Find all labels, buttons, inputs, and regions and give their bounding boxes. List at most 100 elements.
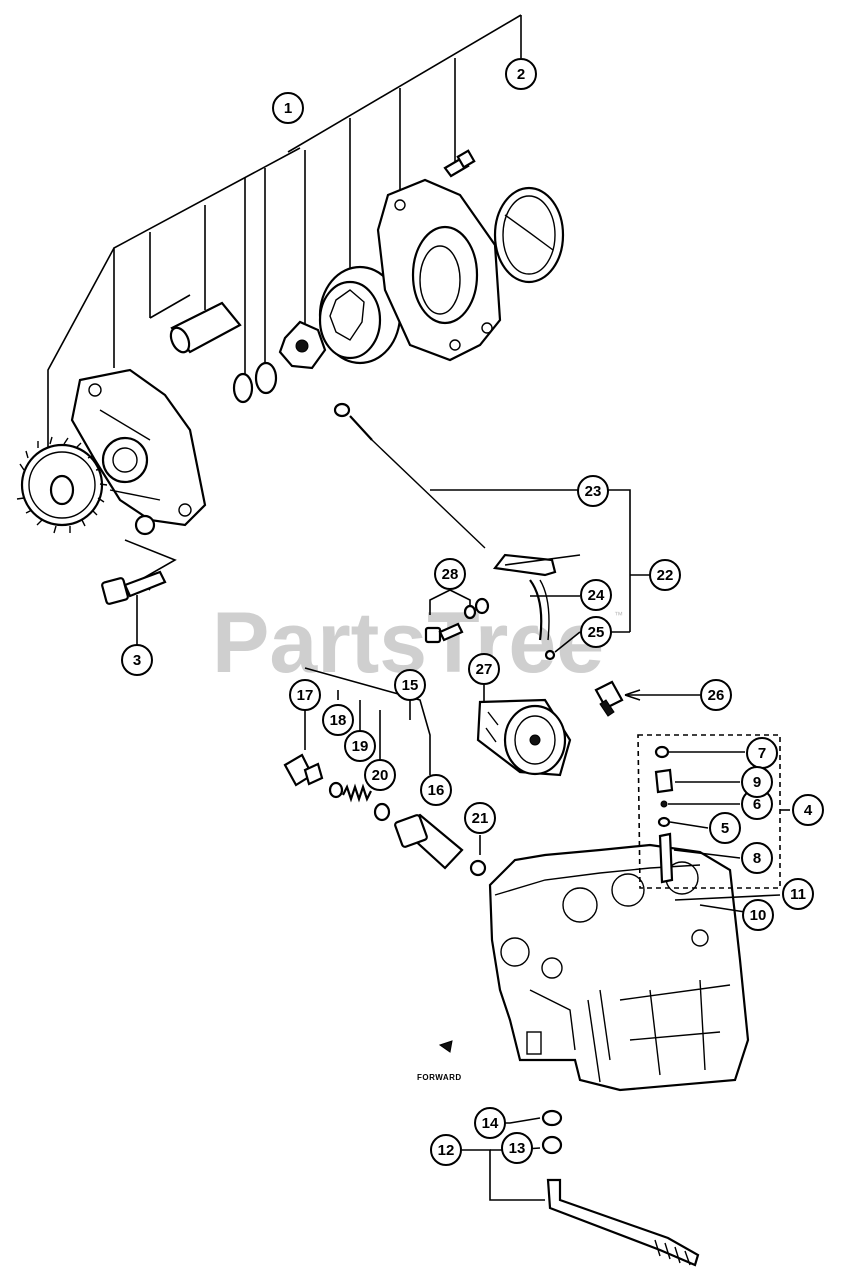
callout-number: 21: [472, 810, 489, 827]
plug: [283, 753, 324, 787]
dashed-kit-box: [637, 734, 781, 889]
callout-number: 13: [509, 1140, 526, 1157]
callout-number: 1: [284, 100, 292, 117]
callout-circle: [289, 679, 321, 711]
callout-circle: [649, 559, 681, 591]
callout-20: 20: [364, 759, 396, 791]
callout-circle: [464, 802, 496, 834]
oil-pump-assembly: [16, 14, 565, 645]
valve-seat: [394, 813, 464, 870]
callout-number: 14: [482, 1115, 499, 1132]
callout-number: 9: [753, 774, 761, 791]
callout-6: 6: [741, 788, 773, 820]
callout-number: 10: [750, 907, 767, 924]
inner-rotor: [278, 320, 327, 370]
o-ring-b: [254, 361, 278, 395]
oil-filter: [476, 685, 572, 777]
callout-number: 27: [476, 661, 493, 678]
callout-circle: [121, 644, 153, 676]
pump-cover: [376, 178, 502, 362]
callout-circle: [505, 58, 537, 90]
callout-number: 4: [804, 802, 813, 819]
callout-number: 6: [753, 796, 761, 813]
dipstick-group: [333, 402, 650, 661]
callout-number: 5: [721, 820, 729, 837]
callout-18: 18: [322, 704, 354, 736]
oil-pipe-group: [462, 1109, 700, 1267]
spring: [342, 783, 372, 803]
oil-pump-gear: [16, 436, 108, 534]
callout-25: 25: [580, 616, 612, 648]
callout-circle: [741, 766, 773, 798]
callout-23: 23: [577, 475, 609, 507]
o-ring-a: [232, 372, 254, 404]
callout-circle: [700, 679, 732, 711]
callout-circle: [434, 558, 466, 590]
callout-12: 12: [430, 1134, 462, 1166]
callout-number: 22: [657, 567, 674, 584]
oil-pipe: [546, 1178, 700, 1267]
callout-17: 17: [289, 679, 321, 711]
guide-bolt: [424, 589, 490, 644]
callout-circle: [344, 730, 376, 762]
leader-10: [699, 904, 746, 913]
callout-circle: [430, 1134, 462, 1166]
callout-number: 12: [438, 1142, 455, 1159]
callout-number: 25: [588, 624, 605, 641]
callout-circle: [742, 899, 774, 931]
callout-number: 8: [753, 850, 761, 867]
gasket: [493, 186, 565, 284]
callout-number: 2: [517, 66, 525, 83]
callout-26: 26: [700, 679, 732, 711]
callout-number: 23: [585, 483, 602, 500]
relief-valve-group: [283, 667, 487, 877]
oil-pressure-switch: [594, 680, 700, 717]
callout-number: 3: [133, 652, 141, 669]
callout-circle: [468, 653, 500, 685]
leader-11: [674, 894, 781, 901]
callout-circle: [322, 704, 354, 736]
callout-2: 2: [505, 58, 537, 90]
callout-circle: [782, 878, 814, 910]
callout-4: 4: [792, 794, 824, 826]
callout-1: 1: [272, 92, 304, 124]
cover-screw: [443, 149, 476, 178]
callout-number: 17: [297, 687, 314, 704]
callout-number: 15: [402, 677, 419, 694]
callout-19: 19: [344, 730, 376, 762]
valve: [373, 802, 391, 822]
callout-3: 3: [121, 644, 153, 676]
seal-ring: [469, 859, 487, 877]
callout-circle: [709, 812, 741, 844]
washer: [328, 781, 344, 799]
callout-number: 18: [330, 712, 347, 729]
callout-circle: [741, 842, 773, 874]
callout-circle: [272, 92, 304, 124]
callout-circle: [474, 1107, 506, 1139]
callout-circle: [580, 579, 612, 611]
callout-number: 11: [790, 886, 806, 903]
callout-15: 15: [394, 669, 426, 701]
callout-number: 19: [352, 738, 369, 755]
callout-number: 7: [758, 745, 766, 762]
forward-label: FORWARD: [417, 1073, 462, 1082]
callout-8: 8: [741, 842, 773, 874]
callout-number: 24: [588, 587, 605, 604]
callout-24: 24: [580, 579, 612, 611]
callout-circle: [394, 669, 426, 701]
callout-13: 13: [501, 1132, 533, 1164]
callout-9: 9: [741, 766, 773, 798]
callout-number: 28: [442, 566, 459, 583]
callout-number: 16: [428, 782, 445, 799]
callout-21: 21: [464, 802, 496, 834]
callout-10: 10: [742, 899, 774, 931]
pump-shaft: [169, 301, 242, 354]
callout-16: 16: [420, 774, 452, 806]
callout-number: 20: [372, 767, 389, 784]
oil-pump-body: [70, 368, 207, 536]
callout-circle: [420, 774, 452, 806]
callout-circle: [501, 1132, 533, 1164]
callout-27: 27: [468, 653, 500, 685]
pipe-nut-a: [541, 1109, 563, 1127]
